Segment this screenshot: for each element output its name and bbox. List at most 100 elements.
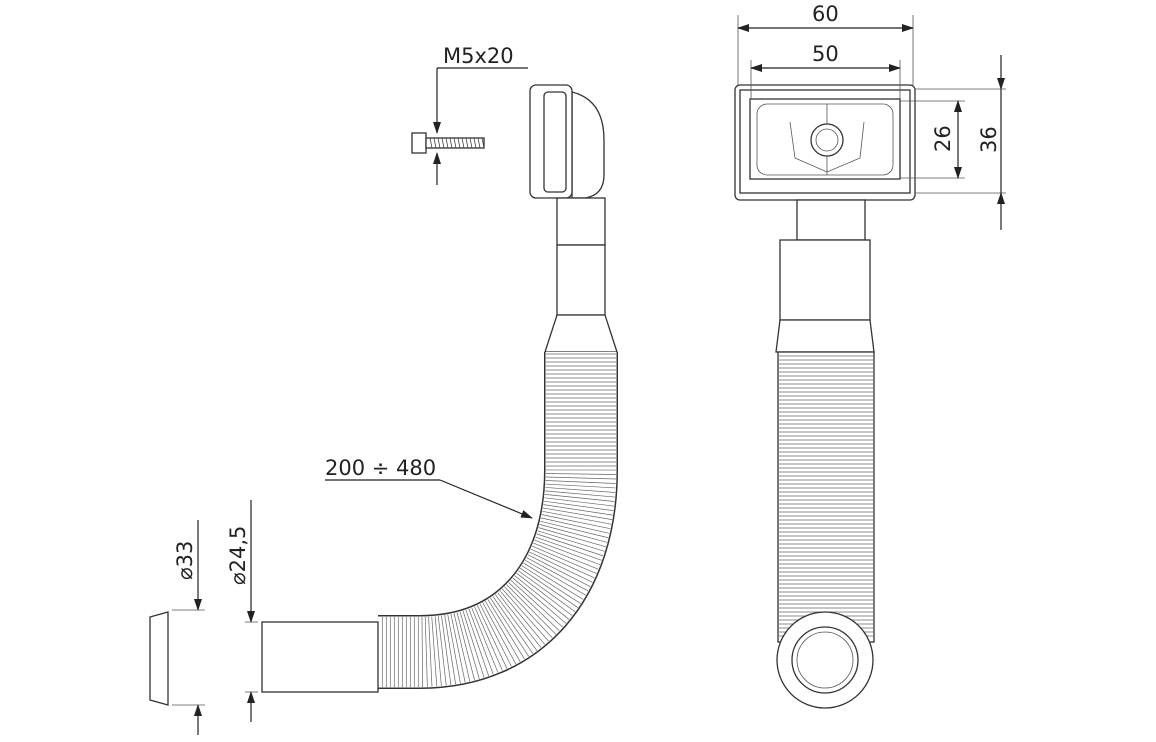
hose-rib (539, 524, 608, 543)
width-inner-label: 50 (812, 42, 839, 66)
hose-rib (537, 530, 605, 552)
hose-rib (469, 137, 473, 149)
hose-rib (501, 588, 549, 642)
hose-rib (465, 609, 490, 677)
hose-rib (431, 616, 438, 687)
width-outer-label: 60 (812, 2, 839, 26)
width-50-dimension: 50 (750, 42, 901, 99)
inner-diameter-label: ⌀24,5 (226, 526, 250, 585)
hose-rib (514, 575, 570, 620)
hose-rib (497, 592, 542, 648)
hose-rib (453, 613, 471, 682)
screw-label: M5x20 (443, 44, 514, 68)
hose-rib (437, 615, 447, 686)
hose-rib (456, 612, 475, 681)
hose-length-dimension: 200 ÷ 480 (325, 456, 533, 519)
hose-rib (424, 616, 428, 687)
hose-rib (545, 490, 615, 498)
hose-rib (530, 548, 595, 579)
hose-rib (536, 533, 604, 557)
height-inner-label: 26 (931, 125, 955, 152)
hose-rib (545, 480, 616, 484)
height-26-dimension: 26 (900, 100, 965, 179)
hose-rib (434, 616, 442, 687)
hose-rib (490, 597, 530, 657)
hose-rib (521, 565, 581, 604)
hose-rib (449, 137, 453, 149)
hose-rib (429, 137, 433, 149)
hose-rib (540, 520, 609, 539)
hose-rib (540, 517, 610, 534)
hose-rib (543, 500, 614, 511)
hose-rib (529, 551, 593, 583)
hose-rib (534, 539, 601, 566)
hose-rib (487, 599, 525, 660)
pipe-front (775, 199, 875, 709)
hose-rib (516, 572, 573, 616)
hose-rib (545, 483, 616, 489)
hose-rib (447, 614, 461, 684)
hose-rib (538, 527, 606, 548)
hose-rib (459, 611, 480, 680)
hose-rib (519, 567, 579, 608)
hose-rib (545, 473, 616, 475)
trap-head-front (734, 84, 916, 201)
hose-rib (526, 557, 589, 592)
hose-rib (544, 494, 615, 502)
hose-rib (461, 137, 465, 149)
hose-rib (471, 607, 499, 673)
hose-rib (506, 584, 557, 635)
hose-rib (474, 606, 503, 671)
hose-rib (512, 577, 567, 624)
outer-diameter-dimension: ⌀33 (172, 520, 205, 735)
height-outer-label: 36 (977, 126, 1001, 153)
hose-rib (494, 594, 538, 651)
inner-diameter-dimension: ⌀24,5 (226, 500, 258, 722)
screw (411, 132, 485, 154)
hose-rib (465, 137, 469, 149)
hose-rib (523, 562, 584, 600)
hose-rib (524, 559, 586, 596)
hose-rib (433, 137, 437, 149)
hose-rib (476, 605, 508, 669)
hose-rib (428, 616, 433, 687)
hose-rib (510, 579, 563, 628)
hose-rib (453, 137, 457, 149)
hose-rib (492, 595, 534, 654)
hose-rib (441, 137, 445, 149)
screw-dimension: M5x20 (433, 44, 528, 185)
hose-rib (508, 582, 560, 632)
hose-rib (473, 137, 477, 149)
hose-rib (518, 570, 576, 612)
hose-rib (421, 616, 423, 687)
hose-rib (499, 590, 546, 645)
hose-rib (481, 137, 485, 149)
hose-rib (533, 542, 599, 570)
hose-rib (542, 510, 612, 525)
hose-length-label: 200 ÷ 480 (325, 456, 436, 480)
width-60-dimension: 60 (737, 2, 914, 85)
hose-rib (482, 602, 517, 665)
height-36-dimension: 36 (915, 55, 1006, 230)
hose-rib (542, 507, 613, 521)
hose-rib (527, 554, 591, 587)
hose-rib (477, 137, 481, 149)
hose-rib (531, 545, 597, 574)
outer-diameter-label: ⌀33 (173, 541, 197, 580)
hose-rib (544, 497, 614, 507)
hose-rib (535, 536, 602, 561)
hose-rib (541, 514, 611, 530)
hose-rib (445, 137, 449, 149)
hose-rib (450, 613, 466, 683)
hose-rib (484, 600, 521, 662)
hose-rib (468, 608, 494, 675)
hose-rib (441, 615, 452, 685)
hose-rib (545, 476, 616, 480)
hose-rib (543, 504, 613, 516)
hose-rib (545, 487, 616, 493)
hose-rib (504, 586, 553, 639)
hose-rib (462, 610, 485, 678)
hose-rib (479, 603, 512, 667)
